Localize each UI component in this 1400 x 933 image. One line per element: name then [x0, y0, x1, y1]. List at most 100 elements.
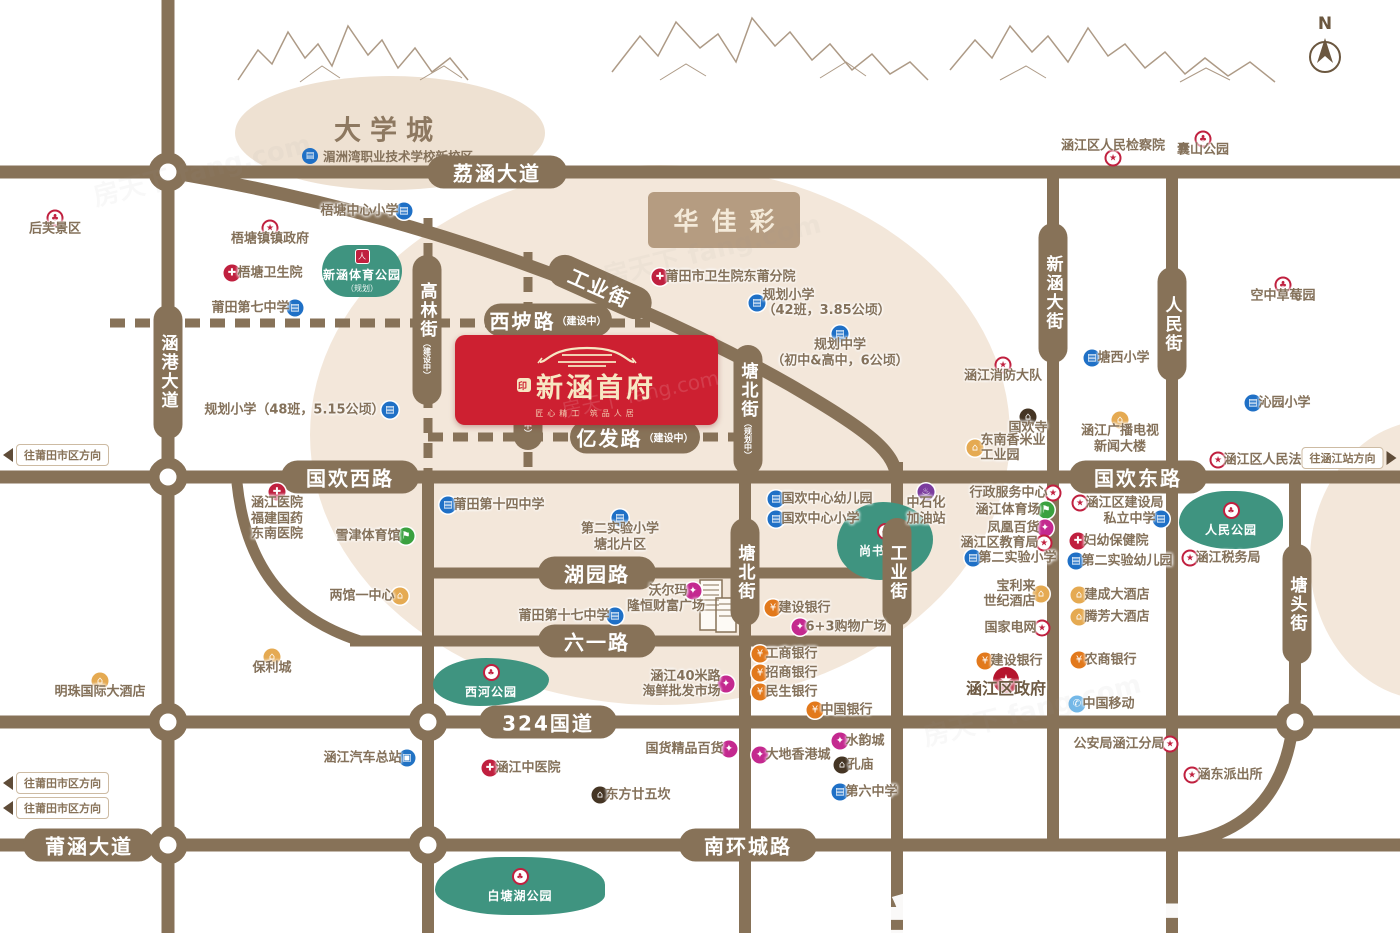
poi-涵江区人民检察院: ★涵江区人民检察院 — [1061, 139, 1165, 167]
shop-icon: ✦ — [1036, 519, 1054, 537]
poi-label: 招商银行 — [765, 665, 818, 681]
hospital-icon: ✚ — [223, 264, 241, 282]
mobile-icon: ✆ — [1068, 695, 1086, 713]
university-town-title: 大学城 — [334, 115, 442, 147]
poi-农商银行: ¥农商银行 — [1070, 651, 1137, 669]
road-label-text: 工业街 — [886, 543, 907, 601]
poi-label: 规划中学 （初中&高中，6公顷） — [771, 337, 909, 369]
poi-莆田第七中学: ▤莆田第七中学 — [211, 299, 304, 317]
poi-label: 后芙景区 — [28, 221, 82, 237]
road-label-text: 湖园路 — [564, 562, 630, 587]
road-label-324国道: 324国道 — [479, 705, 617, 739]
road-label-text: 塘头街 — [1286, 575, 1307, 633]
star-icon: ★ — [1181, 549, 1199, 567]
road-label-text: 国欢东路 — [1094, 466, 1182, 491]
project-tagline: 匠心精工 筑品人居 — [535, 408, 638, 418]
road-status-text: （建设中） — [643, 433, 694, 445]
poi-涵江中医院: ✚涵江中医院 — [481, 759, 561, 777]
star-icon: ★ — [994, 356, 1012, 374]
poi-label: 东方廿五坎 — [605, 787, 671, 803]
school-icon: ▤ — [1244, 394, 1262, 412]
poi-涵江区政府: ★涵江区政府 — [966, 667, 1046, 698]
road-label-高林街: 高林街（建设中） — [412, 255, 442, 405]
direction-label: 往莆田市区方向 — [16, 444, 109, 466]
road-status-text: （建设中） — [556, 316, 607, 328]
direction-label: 往涵江站方向 — [1301, 447, 1384, 469]
project-gate-icon — [536, 346, 637, 367]
road-label-text: 六一路 — [564, 630, 630, 655]
shop-icon: ✦ — [684, 582, 702, 600]
school-icon: ▤ — [606, 607, 624, 625]
hotel-icon: ⌂ — [263, 648, 281, 666]
poi-label: 空中草莓园 — [1250, 288, 1316, 304]
poi-label: 水韵城 — [845, 733, 885, 749]
bank-icon: ¥ — [806, 701, 824, 719]
school-icon: ▤ — [395, 202, 413, 220]
poi-民生银行: ¥民生银行 — [751, 683, 818, 701]
poi-大地香港城: ✦大地香港城 — [751, 746, 831, 764]
poi-label: 涵江区建设局 — [1085, 495, 1164, 511]
arrowhead-icon — [3, 801, 13, 815]
road-label-荔涵大道: 荔涵大道 — [427, 155, 567, 189]
road-label-塘北街: 塘北街 — [730, 518, 760, 626]
poi-涵江税务局: ★涵江税务局 — [1181, 549, 1261, 567]
poi-label: 雪津体育馆 — [335, 528, 401, 544]
compass-icon — [1309, 38, 1341, 73]
poi-label: 梧塘镇镇政府 — [230, 231, 310, 247]
poi-囊山公园: ♣囊山公园 — [1177, 130, 1229, 158]
road-label-text: 324国道 — [502, 711, 594, 736]
school-icon: ▤ — [831, 783, 849, 801]
poi-腾芳大酒店: ⌂腾芳大酒店 — [1070, 608, 1150, 626]
school-icon: ▤ — [611, 509, 629, 527]
gas-icon: ♨ — [917, 483, 935, 501]
poi-label: 莆田第十七中学 — [518, 608, 610, 624]
bank-icon: ¥ — [751, 645, 769, 663]
poi-沃尔玛: ✦沃尔玛 — [648, 582, 702, 600]
road-label-莆涵大道: 莆涵大道 — [23, 828, 155, 862]
arrowhead-icon — [3, 448, 13, 462]
poi-label: 第二实验幼儿园 — [1081, 553, 1173, 569]
hospital-icon: ✚ — [481, 759, 499, 777]
poi-label: 第二实验小学 塘北片区 — [580, 521, 660, 553]
poi-label: 妇幼保健院 — [1083, 533, 1149, 549]
shop-icon: ✦ — [791, 618, 809, 636]
poi-莆田第十七中学: ▤莆田第十七中学 — [518, 607, 624, 625]
poi-建设银行: ¥建设银行 — [764, 599, 831, 617]
star-icon: ★ — [1044, 484, 1062, 502]
poi-莆田第十四中学: ▤莆田第十四中学 — [439, 496, 545, 514]
starfill-icon: ★ — [993, 667, 1019, 693]
compass-n: N — [1317, 14, 1333, 34]
park-icon: ♣ — [482, 664, 500, 681]
poi-label: 规划小学（48班，5.15公顷） — [204, 402, 385, 418]
poi-梧塘镇镇政府: ★梧塘镇镇政府 — [231, 219, 309, 247]
shop-icon: ✦ — [751, 746, 769, 764]
star-icon: ★ — [1035, 534, 1053, 552]
road-label-人民街: 人民街 — [1157, 267, 1187, 381]
road-label-text: 塘北街 — [737, 361, 758, 419]
poi-label: 行政服务中心 — [969, 485, 1048, 501]
temple-icon: ⌂ — [833, 756, 851, 774]
poi-label: 国家电网 — [984, 620, 1037, 636]
poi-label: 沁园小学 — [1258, 395, 1311, 411]
park-白塘湖公园: ♣白塘湖公园 — [435, 857, 605, 915]
poi-label: 公安局涵江分局 — [1073, 736, 1165, 752]
road-label-text: 莆涵大道 — [45, 834, 133, 859]
temple-icon: ⌂ — [591, 786, 609, 804]
bank-icon: ¥ — [751, 664, 769, 682]
poi-label: 涵江广播电视 新闻大楼 — [1080, 423, 1160, 455]
poi-label: 孔庙 — [847, 757, 874, 773]
poi-建设银行: ¥建设银行 — [976, 652, 1043, 670]
poi-规划小学（48班，5.15公顷）: ▤规划小学（48班，5.15公顷） — [204, 401, 399, 419]
poi-第二实验幼儿园: ▤第二实验幼儿园 — [1067, 552, 1173, 570]
park-label: 新涵体育公园 — [322, 267, 401, 282]
road-label-南环城路: 南环城路 — [679, 828, 817, 862]
poi-label: 涵江区人民检察院 — [1060, 138, 1166, 154]
school-icon: ▤ — [748, 294, 766, 312]
poi-莆田市卫生院东莆分院: ✚莆田市卫生院东莆分院 — [651, 268, 796, 286]
poi-label: 建设银行 — [778, 600, 831, 616]
poi-label: 涵江区教育局 — [960, 535, 1039, 551]
poi-label: 民生银行 — [765, 684, 818, 700]
school-icon: ▤ — [831, 325, 849, 343]
park-label: 人民公园 — [1204, 523, 1257, 537]
poi-私立中学: ▤私立中学 — [1103, 510, 1170, 528]
